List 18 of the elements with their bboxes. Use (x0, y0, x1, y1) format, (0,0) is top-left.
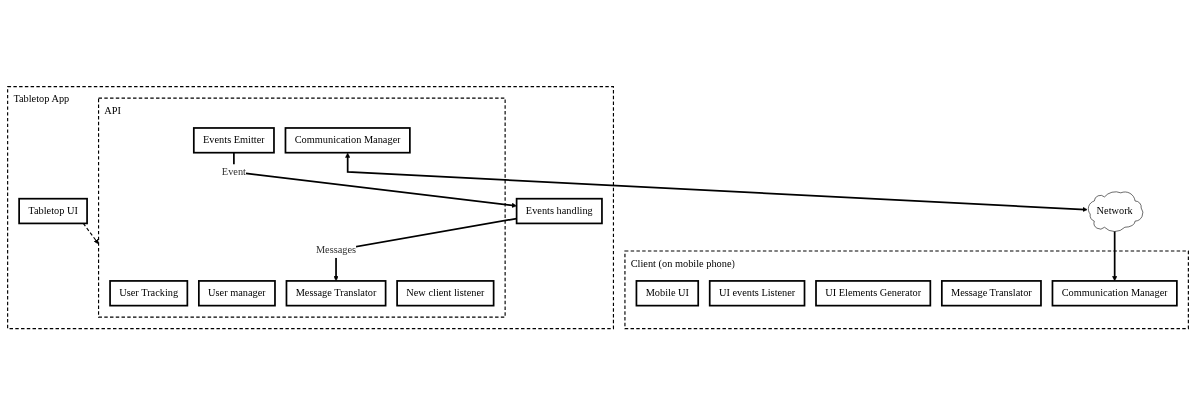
node-box: UI events Listener (708, 279, 806, 307)
node-box: Communication Manager (1051, 279, 1178, 307)
node-box: User Tracking (109, 279, 189, 307)
node-box: UI Elements Generator (815, 279, 932, 307)
node-box: User manager (198, 279, 276, 307)
edge-label: Messages (315, 244, 357, 256)
arrow (345, 152, 1088, 212)
node-box: New client listener (396, 279, 495, 307)
node-box: Events Emitter (192, 127, 275, 154)
edge-label: Event (221, 165, 246, 178)
node-box: Communication Manager (284, 127, 411, 154)
node-box: Message Translator (940, 279, 1042, 307)
node-box: Message Translator (285, 279, 387, 307)
node-box: Tabletop UI (18, 197, 88, 225)
arrow (233, 151, 517, 208)
node-box: Events handling (515, 197, 603, 225)
node-box: Mobile UI (635, 279, 700, 307)
arrow (82, 222, 99, 245)
